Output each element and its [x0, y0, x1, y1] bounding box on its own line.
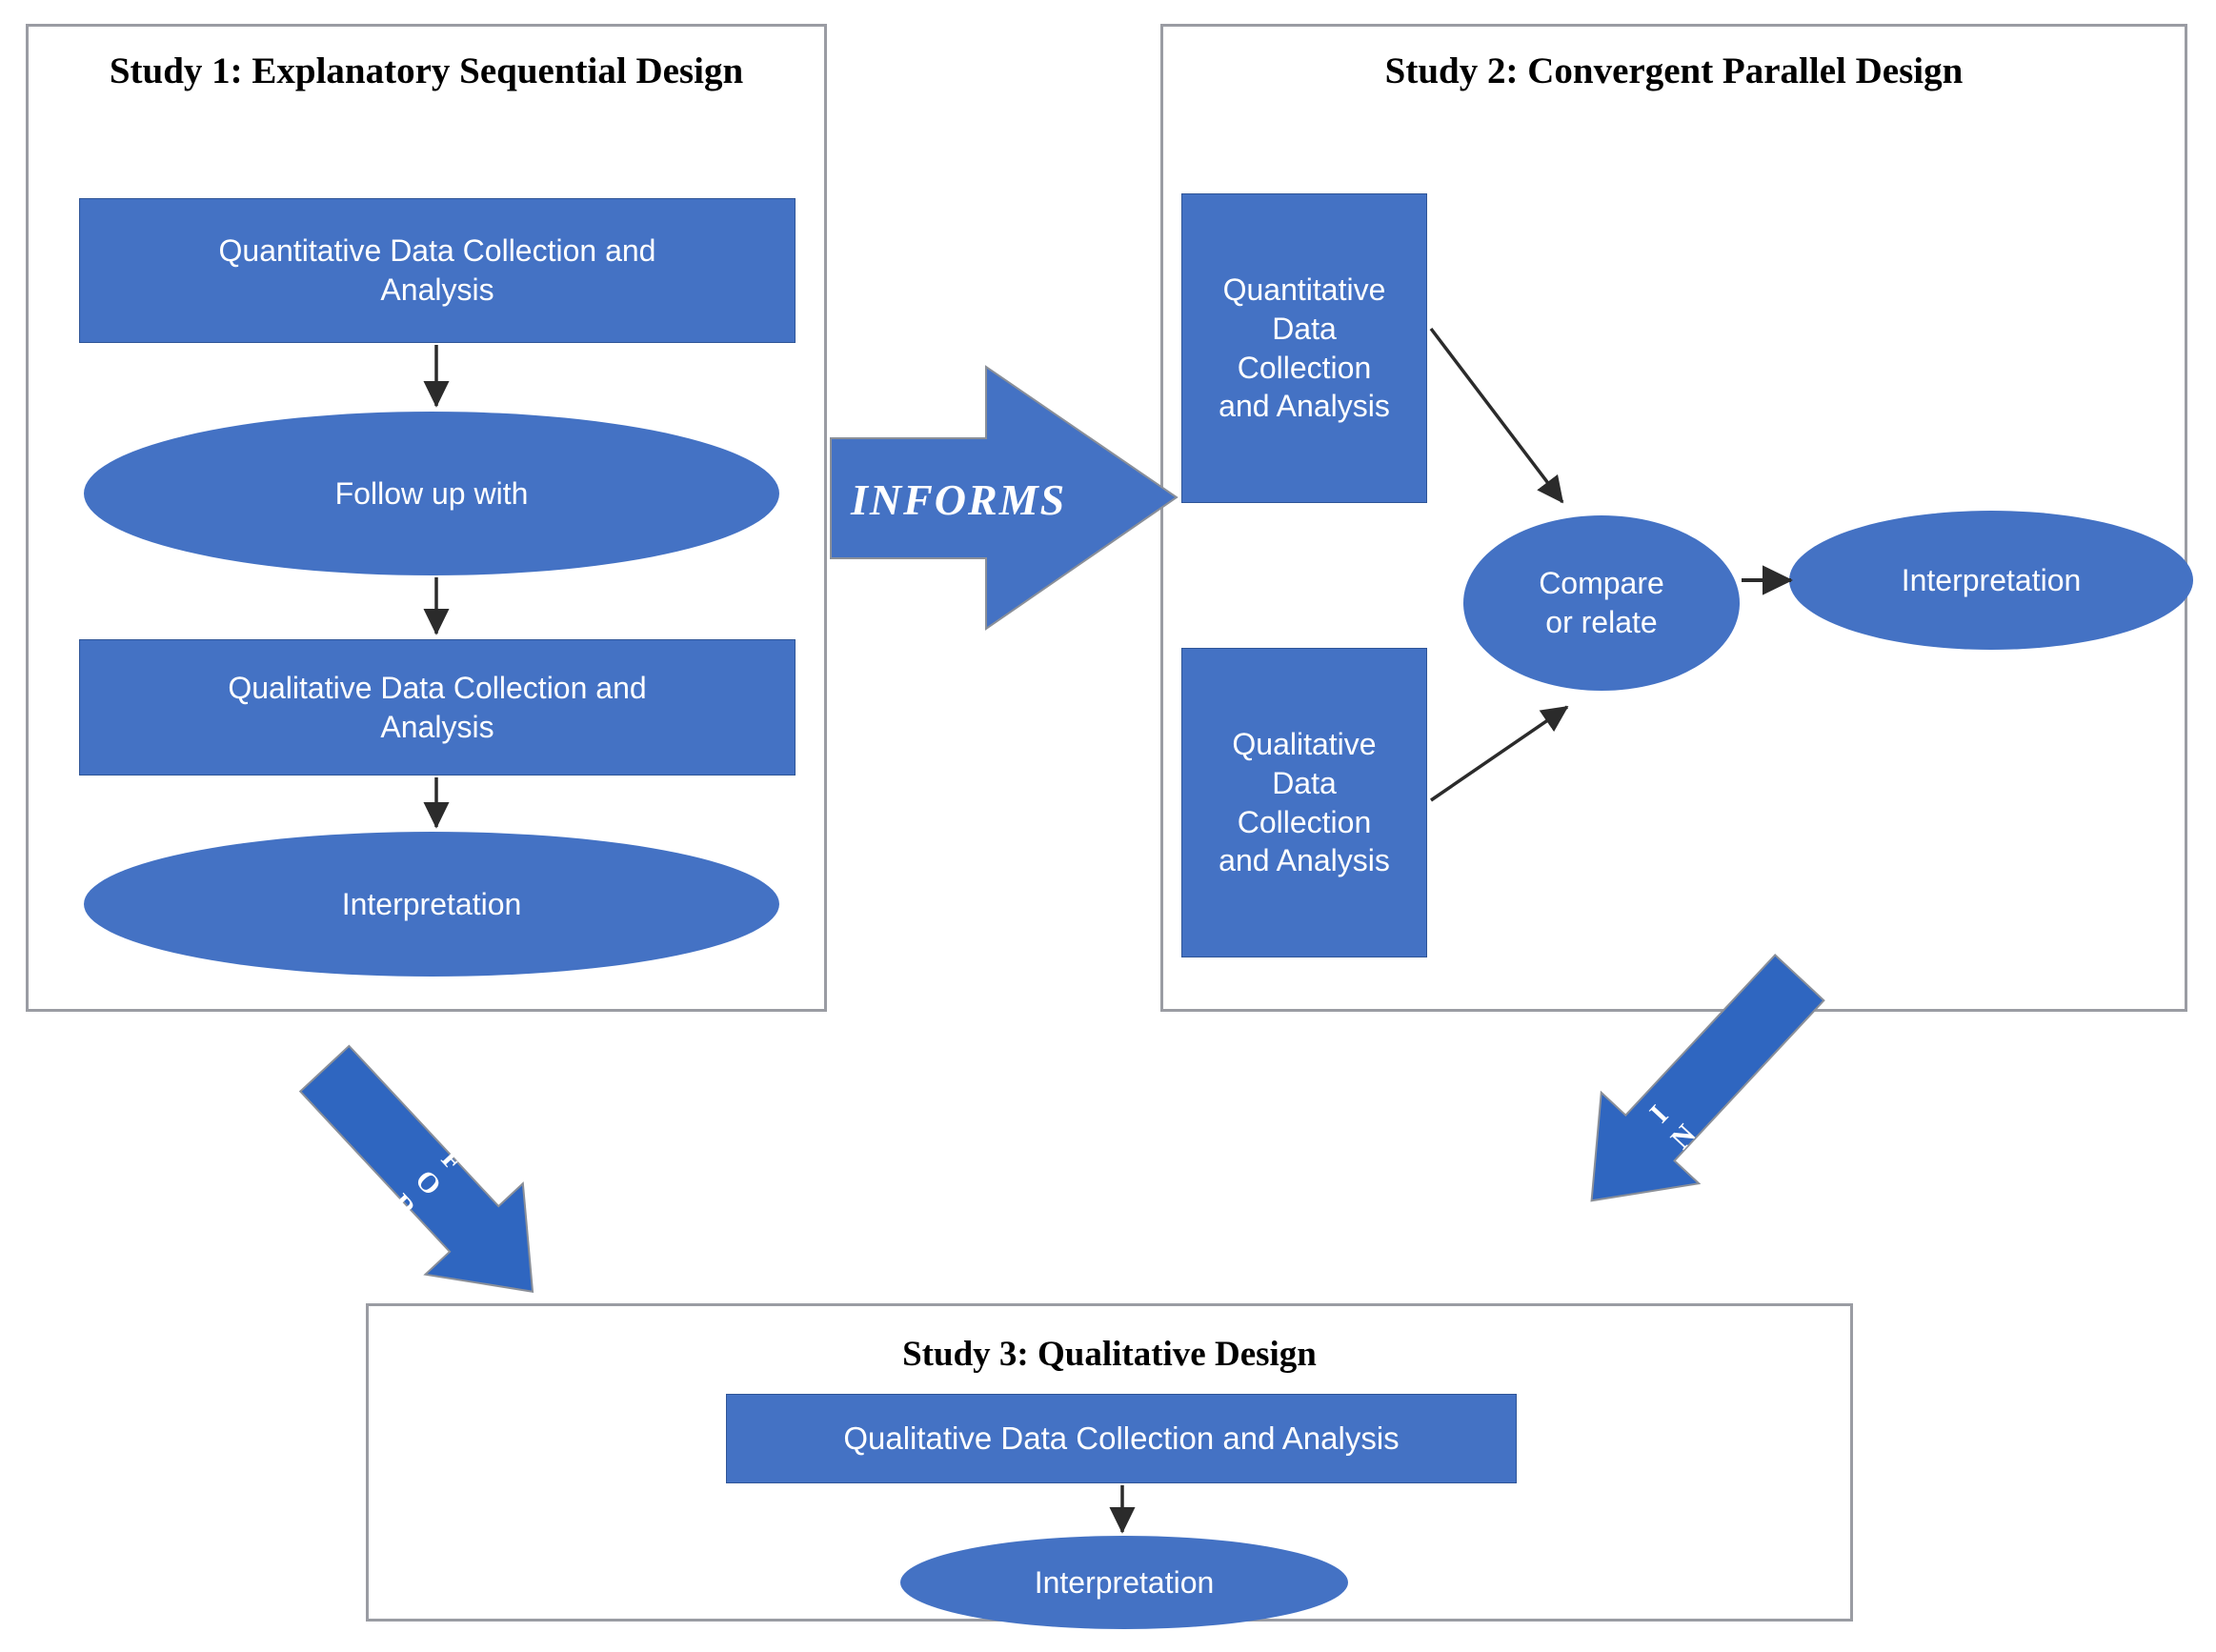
informs-letter: S: [1789, 1235, 1824, 1269]
study1-node-follow-up: Follow up with: [84, 412, 779, 575]
study1-node-quantitative: Quantitative Data Collection and Analysi…: [79, 198, 796, 343]
study2-node-interpretation: Interpretation: [1789, 511, 2193, 650]
informs-label-left-diagonal: I N F O R M S: [332, 1093, 524, 1274]
study1-node-interpretation: Interpretation: [84, 832, 779, 977]
study3-node-qualitative: Qualitative Data Collection and Analysis: [726, 1394, 1517, 1483]
study2-node-qualitative: Qualitative Data Collection and Analysis: [1181, 648, 1427, 957]
study1-node-qualitative: Qualitative Data Collection and Analysis: [79, 639, 796, 776]
study3-title: Study 3: Qualitative Design: [902, 1335, 1317, 1374]
study2-node-compare-or-relate: Compare or relate: [1463, 515, 1740, 691]
informs-letter: I: [486, 1098, 518, 1129]
study3-node-interpretation: Interpretation: [900, 1536, 1348, 1629]
study2-title: Study 2: Convergent Parallel Design: [1384, 50, 1964, 91]
study2-node-quantitative: Quantitative Data Collection and Analysi…: [1181, 193, 1427, 503]
study1-title: Study 1: Explanatory Sequential Design: [109, 50, 744, 91]
informs-letter: S: [336, 1235, 372, 1269]
informs-label-horizontal: INFORMS: [851, 475, 1067, 524]
informs-label-right-diagonal: I N F O R M S: [1638, 1093, 1829, 1274]
